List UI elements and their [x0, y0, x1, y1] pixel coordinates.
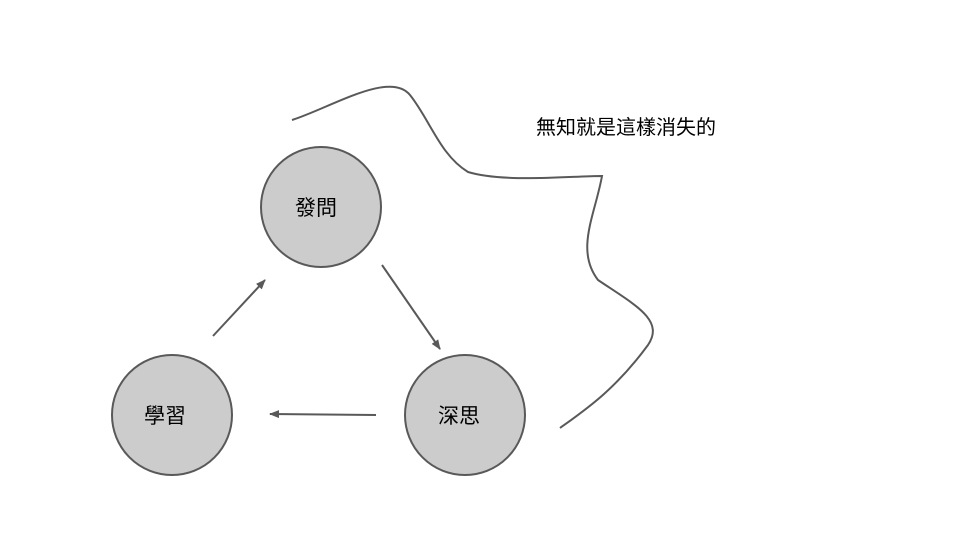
node-ask-circle	[260, 146, 382, 268]
arrow-think-to-learn	[269, 410, 377, 419]
node-think-circle	[404, 354, 526, 476]
node-think-label: 深思	[438, 404, 480, 428]
node-learn-circle	[111, 354, 233, 476]
node-think: 深思	[404, 354, 526, 476]
node-ask: 發問	[260, 146, 382, 268]
node-ask-label: 發問	[295, 196, 337, 220]
caption-text: 無知就是這樣消失的	[536, 115, 716, 139]
wavy-curve	[291, 85, 654, 429]
arrow-ask-to-think	[381, 264, 441, 350]
node-learn-label: 學習	[144, 404, 186, 428]
arrow-learn-to-ask	[212, 279, 266, 337]
node-learn: 學習	[111, 354, 233, 476]
